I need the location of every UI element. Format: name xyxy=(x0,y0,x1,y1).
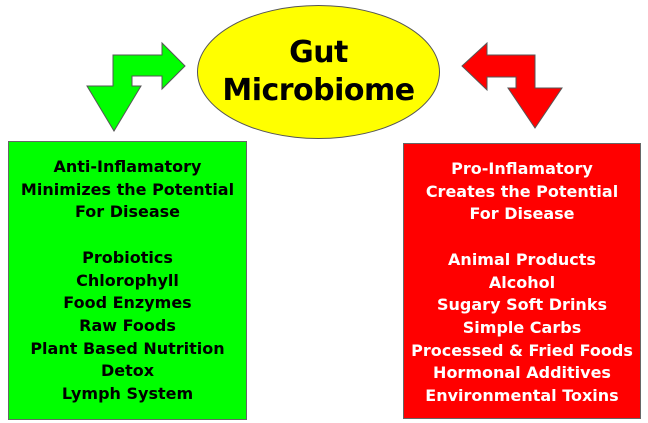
left-list-item: Probiotics xyxy=(82,247,173,267)
left-list-item: Plant Based Nutrition xyxy=(30,338,225,358)
right-header-line: For Disease xyxy=(469,204,575,224)
right-list-item: Alcohol xyxy=(488,272,556,292)
left-header-line: Anti-Inflamatory xyxy=(53,157,202,176)
right-list-item: Hormonal Additives xyxy=(433,363,611,383)
anti-inflammatory-panel: Anti-Inflamatory Minimizes the Potential… xyxy=(8,141,247,420)
left-list-item: Chlorophyll xyxy=(76,270,179,290)
right-list-item: Processed & Fried Foods xyxy=(411,340,633,360)
right-header-line: Creates the Potential xyxy=(425,181,619,201)
right-list-item: Animal Products xyxy=(448,249,596,269)
pro-inflammatory-panel: Pro-Inflamatory Creates the Potential Fo… xyxy=(403,143,641,419)
gut-microbiome-ellipse: Gut Microbiome xyxy=(197,5,440,139)
left-header-line: Minimizes the Potential xyxy=(20,179,235,199)
right-header-line: Pro-Inflamatory xyxy=(451,159,593,178)
right-list-item: Environmental Toxins xyxy=(425,386,619,406)
left-list-item: Lymph System xyxy=(61,384,194,404)
left-list-item: Raw Foods xyxy=(79,315,176,335)
left-list-item: Food Enzymes xyxy=(63,293,192,313)
left-panel-items: Probiotics Chlorophyll Food Enzymes Raw … xyxy=(9,247,246,406)
left-list-item: Detox xyxy=(100,361,155,381)
left-header-line: For Disease xyxy=(74,202,181,222)
right-panel-items: Animal Products Alcohol Sugary Soft Drin… xyxy=(404,249,640,408)
left-panel-header: Anti-Inflamatory Minimizes the Potential… xyxy=(9,142,246,224)
center-title-line-1: Gut xyxy=(289,35,348,70)
right-arrow-shape xyxy=(461,41,563,129)
right-panel-header: Pro-Inflamatory Creates the Potential Fo… xyxy=(404,144,640,226)
right-list-item: Simple Carbs xyxy=(462,317,582,337)
center-title-line-2: Microbiome xyxy=(222,73,415,108)
left-arrow-shape xyxy=(86,41,186,132)
right-list-item: Sugary Soft Drinks xyxy=(437,295,607,315)
